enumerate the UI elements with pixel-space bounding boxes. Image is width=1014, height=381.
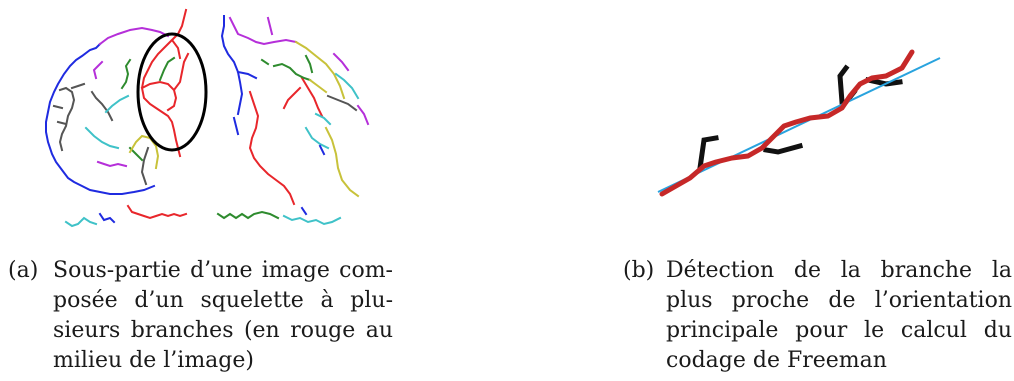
skeleton-branch-right-gray [326,94,358,112]
skeleton-branch-right-red [248,76,324,206]
caption-b-text: Détection de la branche la plus proche d… [666,256,1012,376]
caption-a-line: milieu de l’image) [53,348,254,373]
skeleton-branch-bottom-right-green [216,210,280,220]
skeleton-branch-bottom-red [126,204,188,220]
skeleton-branch-gray-right [90,90,150,186]
caption-a-line: posée d’un squelette à plu- [53,288,393,313]
caption-a-line: Sous-partie d’une image com- [53,258,393,283]
caption-b-line: plus proche de l’orientation [666,288,1012,313]
caption-a-label: (a) [8,258,39,283]
skeleton-branch-red-main [140,8,190,158]
skeleton-branch-right-olive [294,40,360,198]
selected-branch [659,49,915,197]
skeleton-branch-bottom-right-cyan [282,214,342,226]
branch-spur-2 [763,142,804,155]
skeleton-branch-bottom-left [64,216,98,228]
skeleton-subimage [45,8,370,228]
skeleton-branch-right-lower [232,116,326,156]
skeleton-branch-gray-left [52,82,86,152]
skeleton-branch-bottom-blue [98,212,116,224]
skeleton-branch-purple-small [92,60,104,80]
skeleton-branch-bottom-right-blue [300,206,308,216]
caption-a-text: Sous-partie d’une image com- posée d’un … [53,256,393,376]
skeleton-branch-right-purple [228,16,298,46]
highlight-ellipse [136,32,208,152]
skeleton-branch-right-far [332,52,370,126]
caption-b-line: codage de Freeman [666,348,887,373]
skeleton-branch-right-cyan [304,72,360,150]
skeleton-branch-green [120,56,176,162]
caption-b-line: Détection de la branche la [666,258,1012,283]
caption-b-line: principale pour le calcul du [666,318,1012,343]
skeleton-branch-blue-arc [45,42,156,195]
skeleton-branch-cyan [84,94,130,150]
branch-spur-4 [865,77,903,87]
caption-a: (a) Sous-partie d’une image com- posée d… [8,256,393,381]
caption-a-line: sieurs branches (en rouge au [53,318,393,343]
branch-spur-1 [697,135,719,171]
principal-orientation-line [657,57,941,193]
freeman-branch-detection [657,49,941,197]
skeleton-branch-purple-top [98,26,170,46]
skeleton-branch-purple-lower [96,160,128,168]
caption-b: (b) Détection de la branche la plus proc… [623,256,1014,381]
skeleton-branch-right-blue [220,15,258,116]
caption-b-label: (b) [623,258,655,283]
skeleton-branch-right-green [260,54,314,82]
